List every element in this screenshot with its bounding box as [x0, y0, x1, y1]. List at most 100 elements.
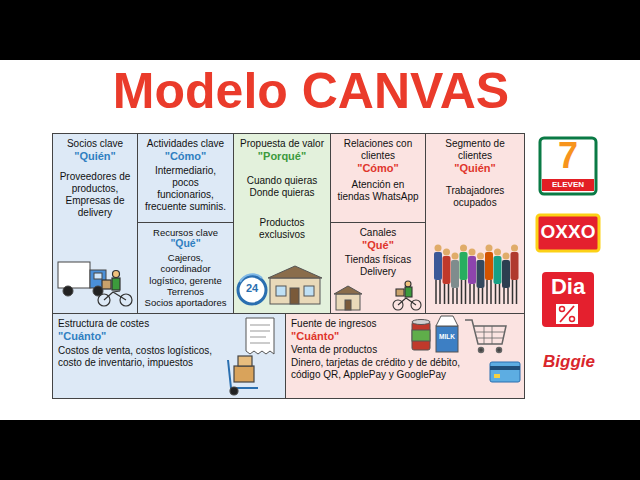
person-body	[502, 260, 510, 288]
block-body: Terrenos	[143, 286, 228, 297]
block-body: Trabajadores ocupados	[431, 185, 519, 209]
block-question: "Qué"	[336, 239, 420, 252]
person-head	[511, 245, 518, 252]
canvas-block: Socios clave"Quién" Proveedores de produc…	[52, 133, 138, 314]
block-body: Tiendas físicas Delivery	[336, 254, 420, 278]
block-question: "Quién"	[431, 162, 519, 175]
block-body: Proveedores de productos, Empresas de de…	[58, 171, 132, 219]
block-body: Cuando quieras Donde quieras	[239, 175, 325, 199]
person-head	[452, 253, 459, 260]
person-body	[451, 260, 459, 288]
letterbox-bar	[0, 420, 640, 480]
person-head	[503, 253, 510, 260]
shopping-cart-icon	[465, 320, 506, 353]
person-legs	[436, 280, 440, 304]
person-head	[486, 245, 493, 252]
block-body: Atención en tiendas WhatsApp	[336, 179, 420, 203]
person-body	[494, 256, 502, 284]
clock-24-icon	[238, 274, 266, 304]
canvas-block: Recursos clave"Qué"Cajeros, coordinador …	[137, 222, 234, 314]
can-icon	[412, 320, 430, 351]
block-question: "Cuánto"	[58, 330, 208, 343]
block-body: Dinero, tarjetas de crédito y de débito,…	[291, 357, 487, 381]
milk-carton-icon	[436, 316, 458, 352]
canvas-block: Segmento de clientes"Quién" Trabajadores …	[425, 133, 525, 314]
person-legs	[504, 288, 508, 304]
delivery-cyclist	[98, 271, 132, 307]
block-body: Venta de productos	[291, 344, 409, 356]
person-legs	[487, 280, 491, 304]
block-heading: Socios clave	[58, 138, 132, 150]
canvas-block: Actividades clave"Cómo" Intermediario, po…	[137, 133, 234, 223]
block-body: Costos de venta, costos logísticos, cost…	[58, 345, 218, 369]
cell-fill	[285, 313, 524, 398]
block-body: Socios aportadores	[143, 297, 228, 308]
person-body	[434, 252, 442, 280]
canvas-block: Canales"Qué" Tiendas físicas Delivery	[330, 222, 426, 314]
person-legs	[462, 280, 466, 304]
block-body: Productos exclusivos	[239, 217, 325, 241]
store-icon	[334, 286, 362, 310]
person-legs	[479, 288, 483, 304]
person-body	[460, 252, 468, 280]
block-heading: Fuente de ingresos	[291, 318, 409, 330]
receipt-icon	[246, 318, 274, 354]
logo-text: Dia	[542, 274, 594, 300]
icon-text: MILK	[436, 333, 458, 341]
block-heading: Canales	[336, 227, 420, 239]
block-heading: Segmento de clientes	[431, 138, 519, 162]
delivery-cyclist	[393, 281, 421, 310]
person-head	[494, 249, 501, 256]
person-legs	[445, 284, 449, 304]
block-heading: Recursos clave	[143, 227, 228, 238]
block-question: "Cómo"	[143, 150, 228, 163]
block-heading: Relaciones con clientes	[336, 138, 420, 162]
person-head	[469, 249, 476, 256]
person-head	[443, 249, 450, 256]
person-head	[460, 245, 467, 252]
people-crowd	[434, 245, 519, 305]
person-body	[443, 256, 451, 284]
person-body	[511, 252, 519, 280]
person-legs	[470, 284, 474, 304]
logo-text: ELEVEN	[540, 180, 596, 190]
cell-fill	[330, 222, 425, 313]
hand-truck-icon	[228, 356, 258, 395]
credit-card-icon	[490, 362, 520, 382]
block-body: Cajeros, coordinador logístico, gerente	[143, 252, 228, 286]
title: Modelo CANVAS	[0, 64, 622, 119]
person-body	[477, 260, 485, 288]
block-heading: Actividades clave	[143, 138, 228, 150]
block-question: "Quién"	[58, 150, 132, 163]
logo-text: OXXO	[537, 221, 599, 244]
person-legs	[453, 288, 457, 304]
person-legs	[513, 280, 517, 304]
logo-text: 7	[540, 135, 596, 176]
block-body: Intermediario, pocos funcionarios, frecu…	[143, 165, 228, 213]
dia-logo	[542, 272, 594, 327]
block-question: "Cómo"	[336, 162, 420, 175]
block-question: "Porqué"	[239, 150, 325, 163]
cell-fill	[137, 222, 233, 313]
person-body	[485, 252, 493, 280]
canvas-block: Fuente de ingresos"Cuánto"Venta de produ…	[285, 313, 525, 399]
block-heading: Estructura de costes	[58, 318, 208, 330]
oxxo-logo	[537, 215, 599, 251]
cell-fill	[330, 133, 425, 222]
cell-fill	[52, 133, 137, 313]
cell-fill	[137, 133, 233, 222]
person-legs	[496, 284, 500, 304]
block-question: "Cuánto"	[291, 330, 409, 343]
truck-icon	[58, 262, 106, 296]
store-icons	[268, 266, 322, 304]
cell-fill	[52, 313, 285, 398]
logo-text: Biggie	[534, 352, 604, 372]
canvas-block: Relaciones con clientes"Cómo" Atención en…	[330, 133, 426, 223]
canvas-block: Estructura de costes"Cuánto" Costos de ve…	[52, 313, 286, 399]
person-head	[477, 253, 484, 260]
person-head	[435, 245, 442, 252]
cell-fill	[233, 133, 330, 313]
letterbox-bar	[0, 0, 640, 60]
block-heading: Propuesta de valor	[239, 138, 325, 150]
